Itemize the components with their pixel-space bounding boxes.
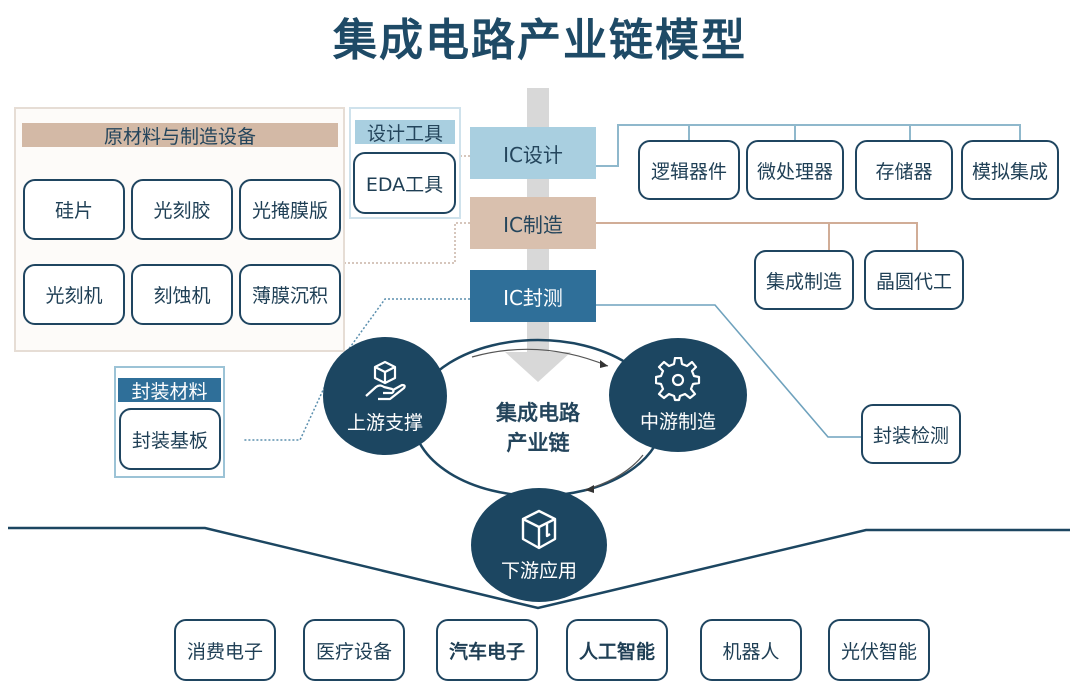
materials-dotted-connector [345, 222, 470, 264]
ic-design-child[interactable]: 存储器 [855, 140, 953, 200]
ic-manufacturing-stage[interactable]: IC制造 [470, 197, 596, 249]
cycle-center-line2: 产业链 [506, 431, 570, 455]
material-item[interactable]: 光掩膜版 [239, 179, 341, 240]
midstream-circle[interactable]: 中游制造 [609, 338, 747, 452]
material-item[interactable]: 薄膜沉积 [239, 264, 341, 325]
downstream-v-line [8, 526, 1070, 610]
material-item[interactable]: 光刻胶 [131, 179, 233, 240]
cycle-arrow-right [584, 454, 644, 491]
ic-packaging-child[interactable]: 封装检测 [861, 404, 961, 464]
ic-design-stage[interactable]: IC设计 [470, 127, 596, 179]
box-icon [521, 509, 557, 549]
ic-design-child[interactable]: 微处理器 [746, 140, 844, 200]
ic-design-connector [596, 124, 1021, 167]
gear-icon [655, 356, 701, 401]
cycle-center-label: 集成电路 产业链 [468, 398, 608, 458]
ic-design-child[interactable]: 模拟集成 [961, 140, 1059, 200]
ic-manufacturing-connector [596, 222, 830, 250]
application-item[interactable]: 人工智能 [566, 619, 668, 681]
ic-design-child[interactable]: 逻辑器件 [638, 140, 740, 200]
packaging-substrate-item[interactable]: 封装基板 [119, 408, 221, 470]
cycle-arrow-top [471, 348, 609, 367]
materials-panel-header: 原材料与制造设备 [22, 123, 338, 148]
application-item[interactable]: 汽车电子 [436, 619, 538, 681]
material-item[interactable]: 光刻机 [23, 264, 125, 325]
hand-box-icon [365, 360, 406, 400]
downstream-circle[interactable]: 下游应用 [471, 488, 607, 602]
upstream-circle[interactable]: 上游支撑 [323, 337, 447, 455]
ic-manufacturing-child[interactable]: 集成制造 [754, 250, 854, 310]
material-item[interactable]: 硅片 [23, 179, 125, 240]
midstream-label: 中游制造 [639, 410, 716, 433]
packaging-material-dotted-connector [243, 298, 470, 441]
ic-manufacturing-child[interactable]: 晶圆代工 [864, 250, 964, 310]
flow-arrow-head [505, 352, 571, 382]
design-tools-header: 设计工具 [355, 120, 455, 145]
application-item[interactable]: 光伏智能 [828, 619, 930, 681]
ic-packaging-stage[interactable]: IC封测 [470, 270, 596, 322]
application-item[interactable]: 医疗设备 [303, 619, 405, 681]
ic-packaging-connector [596, 304, 862, 438]
material-item[interactable]: 刻蚀机 [131, 264, 233, 325]
page-title: 集成电路产业链模型 [333, 15, 747, 66]
upstream-label: 上游支撑 [346, 411, 423, 434]
eda-tool-item[interactable]: EDA工具 [353, 152, 456, 214]
packaging-materials-header: 封装材料 [118, 378, 221, 403]
downstream-label: 下游应用 [500, 559, 577, 582]
application-item[interactable]: 机器人 [700, 619, 802, 681]
application-item[interactable]: 消费电子 [174, 619, 276, 681]
cycle-center-line1: 集成电路 [496, 401, 580, 425]
